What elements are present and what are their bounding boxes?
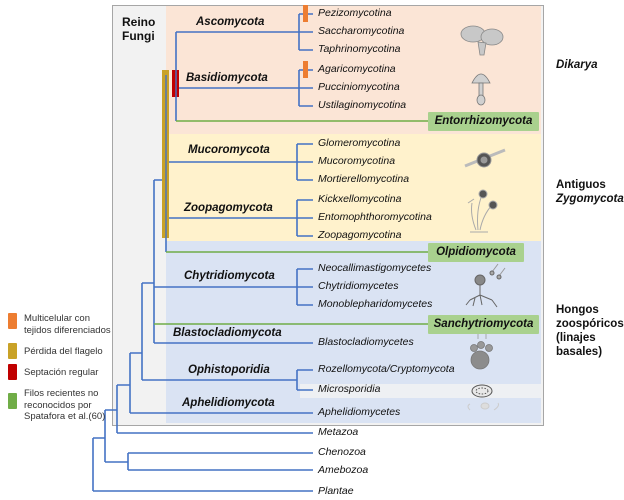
- aphelid-icon: [467, 402, 499, 411]
- subphylum-glomeromycotina: Glomeromycotina: [318, 137, 401, 149]
- phylum-zoopagomycota: Zoopagomycota: [184, 202, 273, 214]
- branch-mucoromycota-subphyla: [296, 143, 313, 181]
- new-phylum-entorrhizomycota: Entorrhizomycota: [428, 112, 539, 131]
- subphylum-kickxellomycotina: Kickxellomycotina: [318, 193, 402, 205]
- subphylum-ustilaginomycotina: Ustilaginomycotina: [318, 99, 407, 111]
- phylum-blastocladiomycota: Blastocladiomycota: [173, 327, 282, 339]
- group-label-basal-line-3: (linajes: [556, 332, 596, 344]
- mushroom-icon: [471, 73, 491, 106]
- new-phylum-olpidiomycota: Olpidiomycota: [428, 243, 524, 262]
- phylum-mucoromycota: Mucoromycota: [188, 144, 270, 156]
- branch-root: [92, 437, 313, 492]
- group-label-basal-line-2: zoospóricos: [556, 318, 624, 330]
- subphylum-pucciniomycotina: Pucciniomycotina: [318, 81, 400, 93]
- kingdom-label: Reino Fungi: [122, 15, 155, 43]
- group-label-zygomycota-line-1: Antiguos: [556, 179, 606, 191]
- subphylum-taphrinomycotina: Taphrinomycotina: [318, 43, 401, 55]
- legend-multicellular-line-1: Multicelular con: [24, 313, 90, 324]
- kingdom-label-line-2: Fungi: [122, 29, 155, 43]
- legend-swatch-recent-phyla: [8, 393, 17, 409]
- microsporidia-spore-icon: [471, 384, 493, 398]
- multicellular-bar-ascomycota: [303, 5, 308, 22]
- phylum-aphelidiomycota: Aphelidiomycota: [182, 397, 275, 409]
- branch-amoebozoa-split: [105, 453, 129, 470]
- legend-recent-line-3: Spatafora et al.(60): [24, 411, 106, 422]
- legend-swatch-flagellum-loss: [8, 343, 17, 359]
- phylum-ascomycota: Ascomycota: [196, 16, 265, 28]
- branch-aphelid-split: [129, 352, 142, 413]
- branch-opisthokont: [104, 409, 117, 462]
- taxon-microsporidia: Microsporidia: [318, 383, 381, 395]
- legend-swatch-multicellular: [8, 313, 17, 329]
- subphylum-entomophthoromycotina: Entomophthoromycotina: [318, 211, 432, 223]
- group-label-basal-line-1: Hongos: [556, 304, 599, 316]
- class-neocallimastigomycetes: Neocallimastigomycetes: [318, 262, 432, 274]
- class-blastocladiomycetes: Blastocladiomycetes: [318, 336, 414, 348]
- spore-hypha-icon: [464, 148, 506, 168]
- legend-label-multicellular: Multicelular con tejidos diferenciados: [24, 313, 111, 336]
- cup-fungus-icon: [460, 25, 504, 56]
- taxon-rozellomycota-cryptomycota: Rozellomycota/Cryptomycota: [318, 363, 455, 375]
- class-aphelidiomycetes: Aphelidiomycetes: [318, 406, 401, 418]
- branch-zoopagomycota-subphyla: [296, 199, 313, 237]
- legend-label-septation: Septación regular: [24, 367, 99, 378]
- group-label-zygomycota: Antiguos Zygomycota: [556, 178, 624, 206]
- branch-chytridiomycota-subphyla: [296, 268, 313, 306]
- subphylum-mucoromycotina: Mucoromycotina: [318, 155, 396, 167]
- outgroup-chenozoa: Chenozoa: [318, 446, 366, 458]
- sporangia-icon: [467, 189, 498, 233]
- branch-holomycota-split: [141, 282, 154, 380]
- new-phylum-sanchytriomycota: Sanchytriomycota: [428, 315, 539, 334]
- subphylum-pezizomycotina: Pezizomycotina: [318, 7, 392, 19]
- class-chytridiomycetes: Chytridiomycetes: [318, 280, 399, 292]
- branch-ophistoporidia-sub: [296, 369, 313, 391]
- blastoclad-icon: [470, 333, 493, 370]
- group-label-basal-zoosporic: Hongos zoospóricos (linajes basales): [556, 303, 624, 359]
- subphylum-zoopagomycotina: Zoopagomycotina: [318, 229, 402, 241]
- legend-swatch-septation: [8, 364, 17, 380]
- zygomycota-region: [166, 134, 541, 241]
- legend-label-flagellum-loss: Pérdida del flagelo: [24, 346, 103, 357]
- group-label-basal-line-4: basales): [556, 346, 603, 358]
- legend-recent-line-2: reconocidos por: [24, 399, 92, 411]
- phylum-ophistoporidia: Ophistoporidia: [188, 364, 270, 376]
- outgroup-metazoa: Metazoa: [318, 426, 359, 438]
- phylum-basidiomycota: Basidiomycota: [186, 72, 268, 84]
- subphylum-mortierellomycotina: Mortierellomycotina: [318, 173, 410, 185]
- multicellular-bar-basidiomycota: [303, 61, 308, 78]
- subphylum-saccharomycotina: Saccharomycotina: [318, 25, 405, 37]
- outgroup-plantae: Plantae: [318, 485, 354, 497]
- group-label-dikarya: Dikarya: [556, 59, 598, 71]
- chytrid-icon: [465, 263, 506, 308]
- outgroup-amebozoa: Amebozoa: [318, 464, 369, 476]
- phylum-chytridiomycota: Chytridiomycota: [184, 270, 275, 282]
- branch-fungi-root: [116, 384, 130, 433]
- legend-multicellular-line-2: tejidos diferenciados: [24, 324, 111, 336]
- subphylum-agaricomycotina: Agaricomycotina: [318, 63, 396, 75]
- legend-label-recent-phyla: Filos recientes no reconocidos por Spata…: [24, 388, 105, 423]
- legend-recent-line-1: Filos recientes no: [24, 388, 99, 399]
- class-monoblepharidomycetes: Monoblepharidomycetes: [318, 298, 433, 310]
- kingdom-label-line-1: Reino: [122, 15, 156, 29]
- group-label-zygomycota-line-2: Zygomycota: [556, 193, 624, 205]
